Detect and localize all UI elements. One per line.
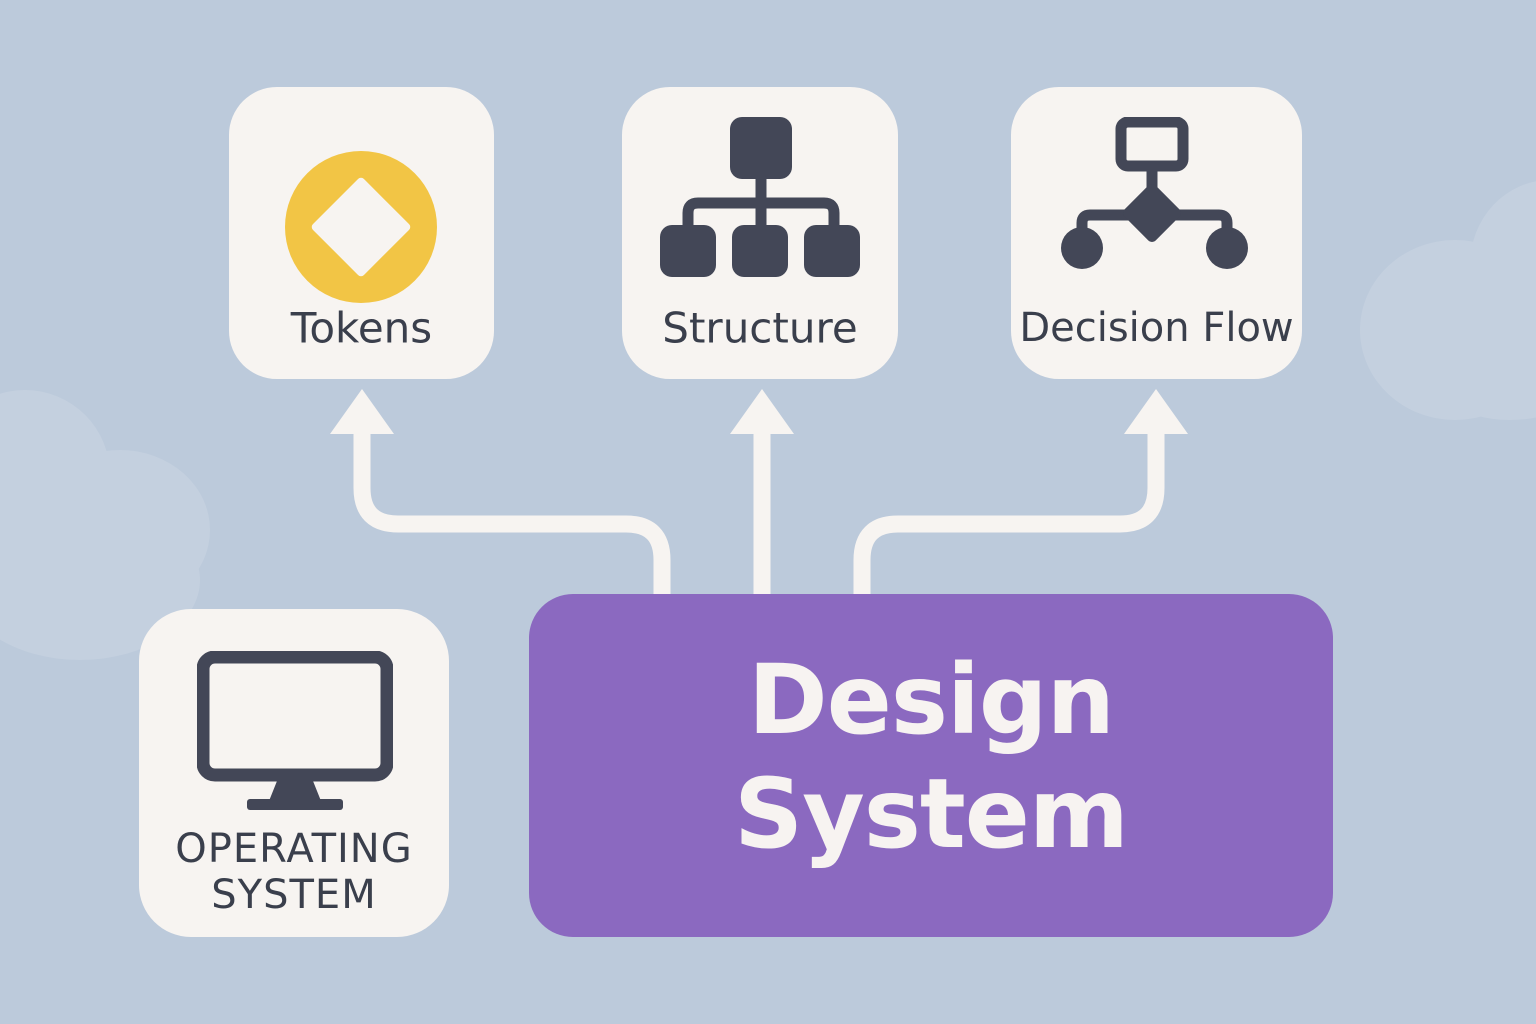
edge-center-to-tokens <box>353 426 671 596</box>
node-structure: Structure <box>622 87 898 379</box>
center-title-line: System <box>734 758 1129 870</box>
center-title-line: Design <box>748 644 1115 756</box>
node-tokens: Tokens <box>229 87 494 379</box>
arrowhead-tokens <box>330 389 394 434</box>
node-label: Decision Flow <box>1019 305 1294 351</box>
diamond-icon <box>285 151 437 303</box>
decision-flow-icon <box>1061 117 1248 269</box>
node-label-line: SYSTEM <box>211 872 377 918</box>
arrowhead-decision <box>1124 389 1188 434</box>
hierarchy-icon <box>660 117 860 277</box>
node-label: Structure <box>662 303 858 353</box>
monitor-icon <box>197 651 393 810</box>
node-label-line: OPERATING <box>175 826 413 872</box>
node-operating-system: OPERATING SYSTEM <box>139 609 449 937</box>
node-label: Tokens <box>290 303 433 353</box>
node-design-system: Design System <box>529 594 1333 937</box>
arrowhead-structure <box>730 389 794 434</box>
node-decision-flow: Decision Flow <box>1011 87 1302 379</box>
edge-center-to-decision <box>853 426 1165 596</box>
